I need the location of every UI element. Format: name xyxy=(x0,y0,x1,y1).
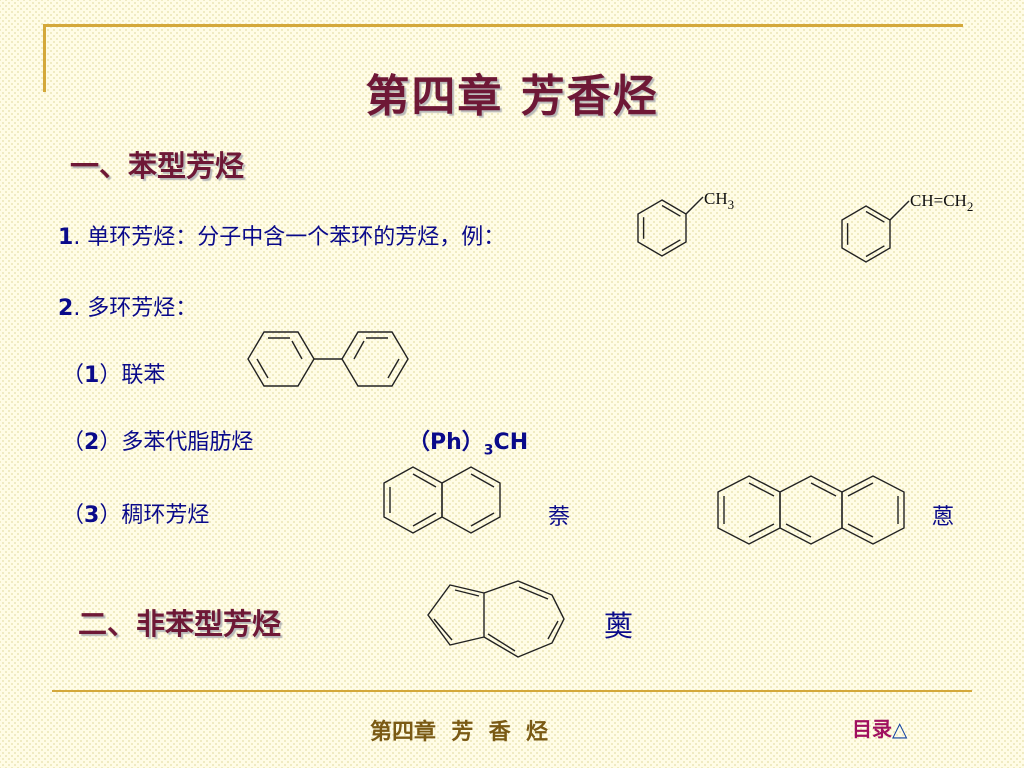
footer-chapter-title: 第四章 芳 香 烃 xyxy=(370,720,548,745)
styrene-structure: CH=CH2 xyxy=(841,191,973,263)
item-number: 1 xyxy=(58,225,74,250)
sub-polyphenyl: （2）多苯代脂肪烃 xyxy=(62,424,253,456)
sub-text: ）稠环芳烃 xyxy=(99,503,210,528)
section-heading-nonbenzenoid: 二、非苯型芳烃 xyxy=(78,607,282,641)
styrene-subscript: 2 xyxy=(967,199,974,214)
page-title: 第四章 芳香烃 xyxy=(365,71,659,122)
biphenyl-structure xyxy=(247,331,409,387)
item-polycyclic: 2. 多环芳烃： xyxy=(58,290,197,322)
sub-number: 1 xyxy=(84,363,100,388)
sub-biphenyl: （1）联苯 xyxy=(62,357,165,389)
paren: （ xyxy=(62,430,85,455)
anthracene-label: 蒽 xyxy=(932,505,955,530)
paren: （ xyxy=(62,363,85,388)
styrene-ch: CH xyxy=(910,191,934,210)
frame-top-rule xyxy=(43,24,963,27)
styrene-double-bond: = xyxy=(934,191,944,210)
paren: （ xyxy=(62,503,85,528)
toluene-structure: CH3 xyxy=(637,189,734,257)
sub-number: 3 xyxy=(84,503,100,528)
svg-text:CH=CH2: CH=CH2 xyxy=(910,191,973,214)
azulene-label: 薁 xyxy=(604,609,634,643)
azulene-structure xyxy=(427,580,565,658)
naphthalene-structure xyxy=(383,466,501,534)
item-monocyclic: 1. 单环芳烃：分子中含一个苯环的芳烃，例： xyxy=(58,219,505,251)
item-number: 2 xyxy=(58,296,74,321)
formula-part: CH xyxy=(493,430,529,455)
styrene-ch2: CH xyxy=(943,191,967,210)
item-text: . 多环芳烃： xyxy=(73,296,198,321)
anthracene-structure xyxy=(717,475,905,545)
toc-link[interactable]: 目录△ xyxy=(852,713,907,742)
formula-subscript: 3 xyxy=(483,442,494,459)
svg-text:CH3: CH3 xyxy=(704,189,734,212)
footer-rule xyxy=(52,690,972,692)
sub-text: ）多苯代脂肪烃 xyxy=(99,430,254,455)
frame-left-rule xyxy=(43,24,46,92)
toc-label: 目录 xyxy=(852,717,892,741)
triangle-up-icon: △ xyxy=(892,717,908,741)
sub-number: 2 xyxy=(84,430,100,455)
formula-part: （Ph） xyxy=(408,430,484,455)
naphthalene-label: 萘 xyxy=(548,505,571,530)
sub-text: ）联苯 xyxy=(99,363,166,388)
sub-fused: （3）稠环芳烃 xyxy=(62,497,209,529)
toluene-subscript: 3 xyxy=(728,197,735,212)
formula-triphenylmethane: （Ph）3CH xyxy=(408,424,528,458)
toluene-ch: CH xyxy=(704,189,728,208)
item-text: . 单环芳烃：分子中含一个苯环的芳烃，例： xyxy=(73,225,506,250)
section-heading-benzenoid: 一、苯型芳烃 xyxy=(70,149,245,183)
